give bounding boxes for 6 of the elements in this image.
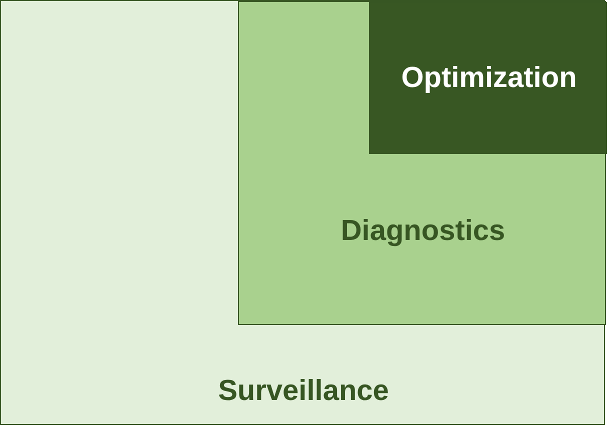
region-box	[369, 2, 607, 154]
region-box	[0, 0, 605, 425]
region-label: Optimization	[401, 61, 577, 96]
region-label: Diagnostics	[340, 214, 506, 250]
region-label: Surveillance	[218, 374, 389, 410]
region-box	[238, 1, 606, 325]
